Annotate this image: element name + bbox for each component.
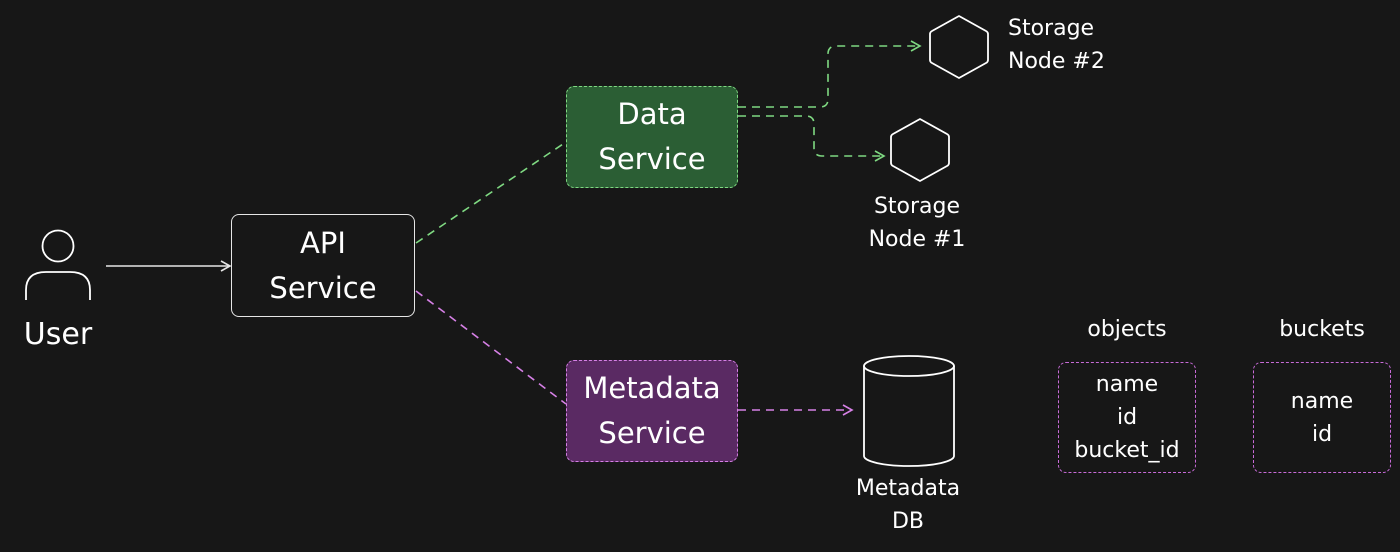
storage-node-2-line1: Storage bbox=[1008, 16, 1095, 41]
metadata-db-line1: Metadata bbox=[855, 476, 961, 501]
api-service-line1: API bbox=[300, 225, 346, 260]
api-service-line2: Service bbox=[269, 270, 377, 305]
buckets-field-name: name bbox=[1290, 388, 1354, 414]
api-service-box[interactable]: API Service bbox=[231, 214, 415, 317]
data-service-box[interactable]: Data Service bbox=[566, 86, 738, 188]
objects-table-box[interactable]: name id bucket_id bbox=[1058, 362, 1196, 473]
user-label: User bbox=[23, 317, 93, 352]
metadata-db-cylinder-icon[interactable] bbox=[860, 352, 958, 470]
objects-field-name: name bbox=[1095, 372, 1159, 397]
data-to-node2-arrow bbox=[738, 40, 922, 108]
objects-table-title: objects bbox=[1087, 317, 1167, 342]
metadata-db-label: Metadata DB bbox=[848, 472, 968, 538]
storage-node-2-line2: Node #2 bbox=[1008, 49, 1105, 74]
metadata-service-line2: Service bbox=[598, 416, 706, 450]
api-to-data-connector bbox=[415, 141, 567, 244]
metadata-db-line2: DB bbox=[891, 509, 925, 534]
buckets-table-box[interactable]: name id bbox=[1253, 362, 1391, 473]
api-to-metadata-connector bbox=[415, 290, 567, 405]
storage-node-1-hexagon-icon[interactable] bbox=[889, 117, 951, 183]
storage-node-1-line2: Node #1 bbox=[868, 227, 966, 252]
buckets-table-title: buckets bbox=[1279, 317, 1365, 342]
metadata-service-line1: Metadata bbox=[583, 371, 721, 406]
objects-field-id: id bbox=[1116, 405, 1138, 430]
data-to-node1-arrow bbox=[738, 115, 886, 162]
storage-node-2-hexagon-icon[interactable] bbox=[928, 14, 990, 80]
data-service-line1: Data bbox=[617, 97, 687, 132]
storage-node-1-line1: Storage bbox=[873, 194, 961, 219]
storage-node-1-label: Storage Node #1 bbox=[862, 190, 972, 256]
storage-node-2-label: Storage Node #2 bbox=[1008, 12, 1105, 78]
user-icon bbox=[25, 229, 91, 300]
objects-field-bucket-id: bucket_id bbox=[1074, 438, 1180, 463]
metadata-service-box[interactable]: Metadata Service bbox=[566, 360, 738, 462]
data-service-line2: Service bbox=[598, 142, 706, 176]
buckets-field-id: id bbox=[1311, 421, 1333, 447]
